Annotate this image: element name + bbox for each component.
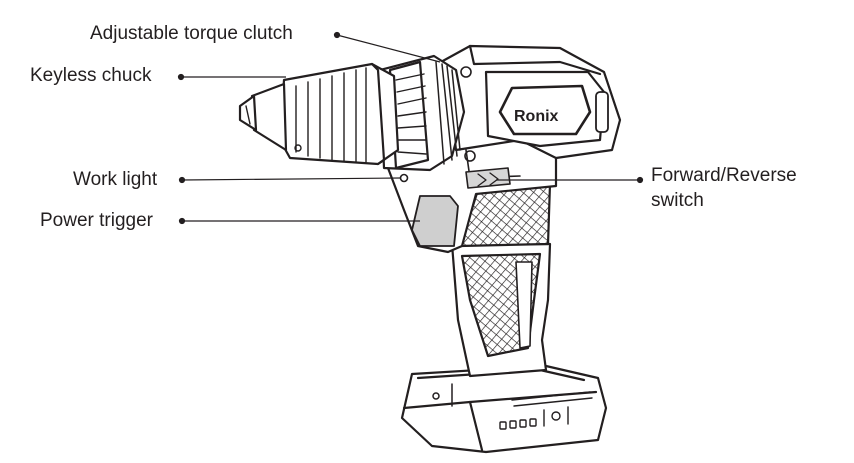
handle bbox=[450, 182, 552, 378]
power-trigger bbox=[411, 195, 459, 247]
drill-body: Ronix bbox=[238, 44, 622, 454]
label-forward-reverse-line2: switch bbox=[651, 190, 704, 211]
work-light bbox=[399, 173, 409, 183]
label-keyless-chuck: Keyless chuck bbox=[30, 65, 152, 86]
leader-lines bbox=[177, 31, 644, 225]
brand-logo: Ronix bbox=[514, 108, 559, 125]
torque-clutch bbox=[378, 54, 466, 172]
label-forward-reverse-switch: Forward/Reverse switch bbox=[651, 163, 797, 213]
leader-dot-power-trigger bbox=[178, 217, 186, 225]
label-forward-reverse-line1: Forward/Reverse bbox=[651, 165, 797, 186]
leader-dot-torque-clutch bbox=[333, 31, 341, 39]
battery-base bbox=[400, 364, 608, 454]
keyless-chuck bbox=[238, 62, 400, 166]
label-work-light: Work light bbox=[73, 169, 158, 190]
forward-reverse-switch bbox=[465, 167, 511, 189]
leader-dot-forward-reverse bbox=[636, 176, 644, 184]
label-power-trigger: Power trigger bbox=[40, 210, 153, 231]
leader-dot-keyless-chuck bbox=[177, 73, 185, 81]
label-torque-clutch: Adjustable torque clutch bbox=[90, 23, 293, 44]
leader-work-light bbox=[181, 177, 401, 181]
leader-torque-clutch bbox=[336, 34, 441, 63]
leader-dot-work-light bbox=[178, 176, 186, 184]
